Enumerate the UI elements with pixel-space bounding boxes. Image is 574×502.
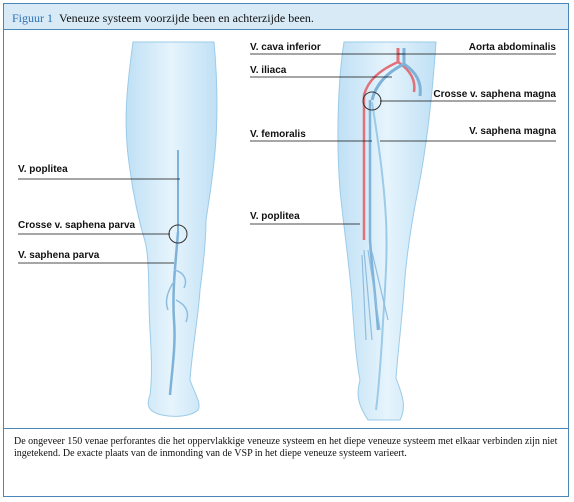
label-v-saphena-parva: V. saphena parva (18, 250, 100, 261)
lower-leg-vein (363, 249, 373, 341)
arteria-iliaca (362, 60, 399, 240)
caption-divider (4, 428, 568, 429)
v-saphena-magna-vein (371, 101, 388, 411)
label-crosse-v-saphena-magna: Crosse v. saphena magna (433, 89, 556, 100)
label-v-poplitea-back: V. poplitea (250, 211, 300, 222)
label-v-saphena-magna: V. saphena magna (469, 126, 556, 137)
left-vein-branch (175, 299, 189, 323)
v-iliaca-vein (370, 62, 405, 101)
figure-caption: De ongeveer 150 venae perforantes die he… (14, 436, 558, 459)
figure-frame: Figuur 1 Veneuze systeem voorzijde been e… (3, 3, 569, 497)
lower-leg-vein (367, 249, 381, 331)
label-crosse-v-saphena-parva: Crosse v. saphena parva (18, 220, 136, 231)
figure-title-bar: Figuur 1 Veneuze systeem voorzijde been e… (4, 4, 568, 30)
lower-leg-vein (371, 251, 389, 321)
label-v-iliaca: V. iliaca (250, 65, 287, 76)
lower-leg-vein (361, 254, 367, 341)
label-v-cava-inferior: V. cava inferior (250, 42, 321, 53)
label-aorta-abdominalis: Aorta abdominalis (469, 42, 557, 53)
label-v-poplitea-front: V. poplitea (18, 164, 68, 175)
v-iliaca-right-branch (403, 62, 422, 97)
left-v-saphena-parva-vein (168, 231, 180, 396)
left-vein-branch (173, 269, 187, 289)
right-leg-front-view (337, 41, 437, 421)
figure-title: Veneuze systeem voorzijde been en achter… (59, 11, 314, 25)
left-leg-silhouette (125, 41, 218, 417)
v-femoralis-vein (368, 100, 380, 331)
left-vein-branch (165, 279, 176, 311)
left-leg-back-view (125, 41, 218, 417)
figure-label: Figuur 1 (12, 11, 54, 25)
label-v-femoralis: V. femoralis (250, 129, 306, 140)
